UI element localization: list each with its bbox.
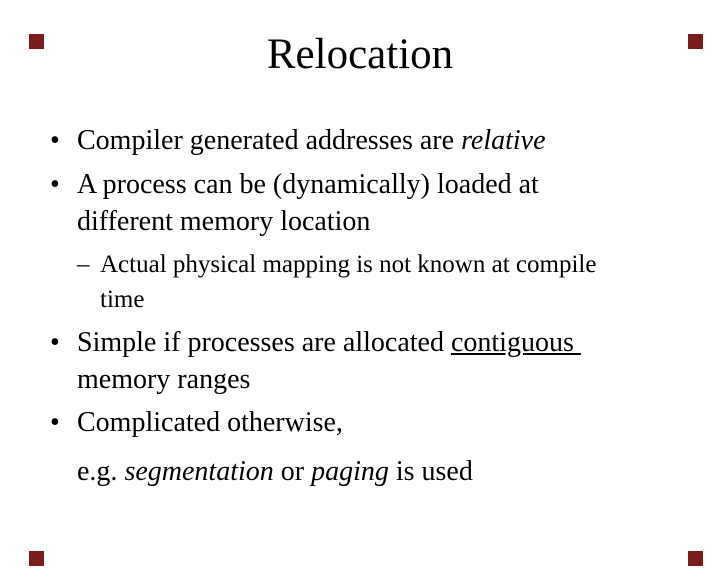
corner-marker-top-right <box>688 34 703 49</box>
bullet-text-plain: Simple if processes are allocated <box>77 327 451 358</box>
bullet-text: Simple if processes are allocated contig… <box>77 324 692 398</box>
bullet-line-1: Complicated otherwise, <box>77 407 343 438</box>
bullet-text-italic: relative <box>461 125 546 156</box>
corner-marker-bottom-left <box>29 551 44 566</box>
bullet-text-italic: segmentation <box>124 456 274 487</box>
bullet-icon: • <box>50 169 60 200</box>
bullet-text-underlined: contiguous <box>450 327 581 358</box>
sub-bullet-line-2: time <box>100 286 145 313</box>
bullet-line-1: Simple if processes are allocated contig… <box>77 324 692 361</box>
sub-bullet-item-physical-mapping: – Actual physical mapping is not known a… <box>77 247 692 317</box>
bullet-text: A process can be (dynamically) loaded at… <box>77 166 692 240</box>
bullet-text-plain: is used <box>388 456 473 487</box>
bullet-item-compiler-addresses: • Compiler generated addresses are relat… <box>50 122 692 159</box>
bullet-icon: • <box>50 327 60 358</box>
bullet-line-2: different memory location <box>77 206 371 237</box>
bullet-line-2: e.g. segmentation or paging is used <box>77 453 692 490</box>
bullet-text-plain: Compiler generated addresses are <box>77 125 462 156</box>
bullet-icon: • <box>50 125 60 156</box>
bullet-icon: • <box>50 407 60 438</box>
bullet-item-simple-contiguous: • Simple if processes are allocated cont… <box>50 324 692 398</box>
bullet-item-process-loaded: • A process can be (dynamically) loaded … <box>50 166 692 240</box>
bullet-text: Compiler generated addresses are relativ… <box>77 122 692 159</box>
corner-marker-top-left <box>29 34 44 49</box>
sub-bullet-text: Actual physical mapping is not known at … <box>100 247 692 317</box>
sub-bullet-line-1: Actual physical mapping is not known at … <box>100 251 597 278</box>
bullet-text-italic: paging <box>311 456 389 487</box>
corner-marker-bottom-right <box>688 551 703 566</box>
bullet-text-plain: e.g. <box>77 456 125 487</box>
bullet-item-complicated-otherwise: • Complicated otherwise, e.g. segmentati… <box>50 404 692 490</box>
bullet-text: Complicated otherwise, e.g. segmentation… <box>77 404 692 490</box>
bullet-line-2: memory ranges <box>77 364 251 395</box>
slide-title: Relocation <box>266 31 454 78</box>
slide-body: • Compiler generated addresses are relat… <box>0 122 720 490</box>
dash-bullet-icon: – <box>77 251 90 278</box>
bullet-line-1: A process can be (dynamically) loaded at <box>77 169 539 200</box>
bullet-text-plain: or <box>273 456 312 487</box>
